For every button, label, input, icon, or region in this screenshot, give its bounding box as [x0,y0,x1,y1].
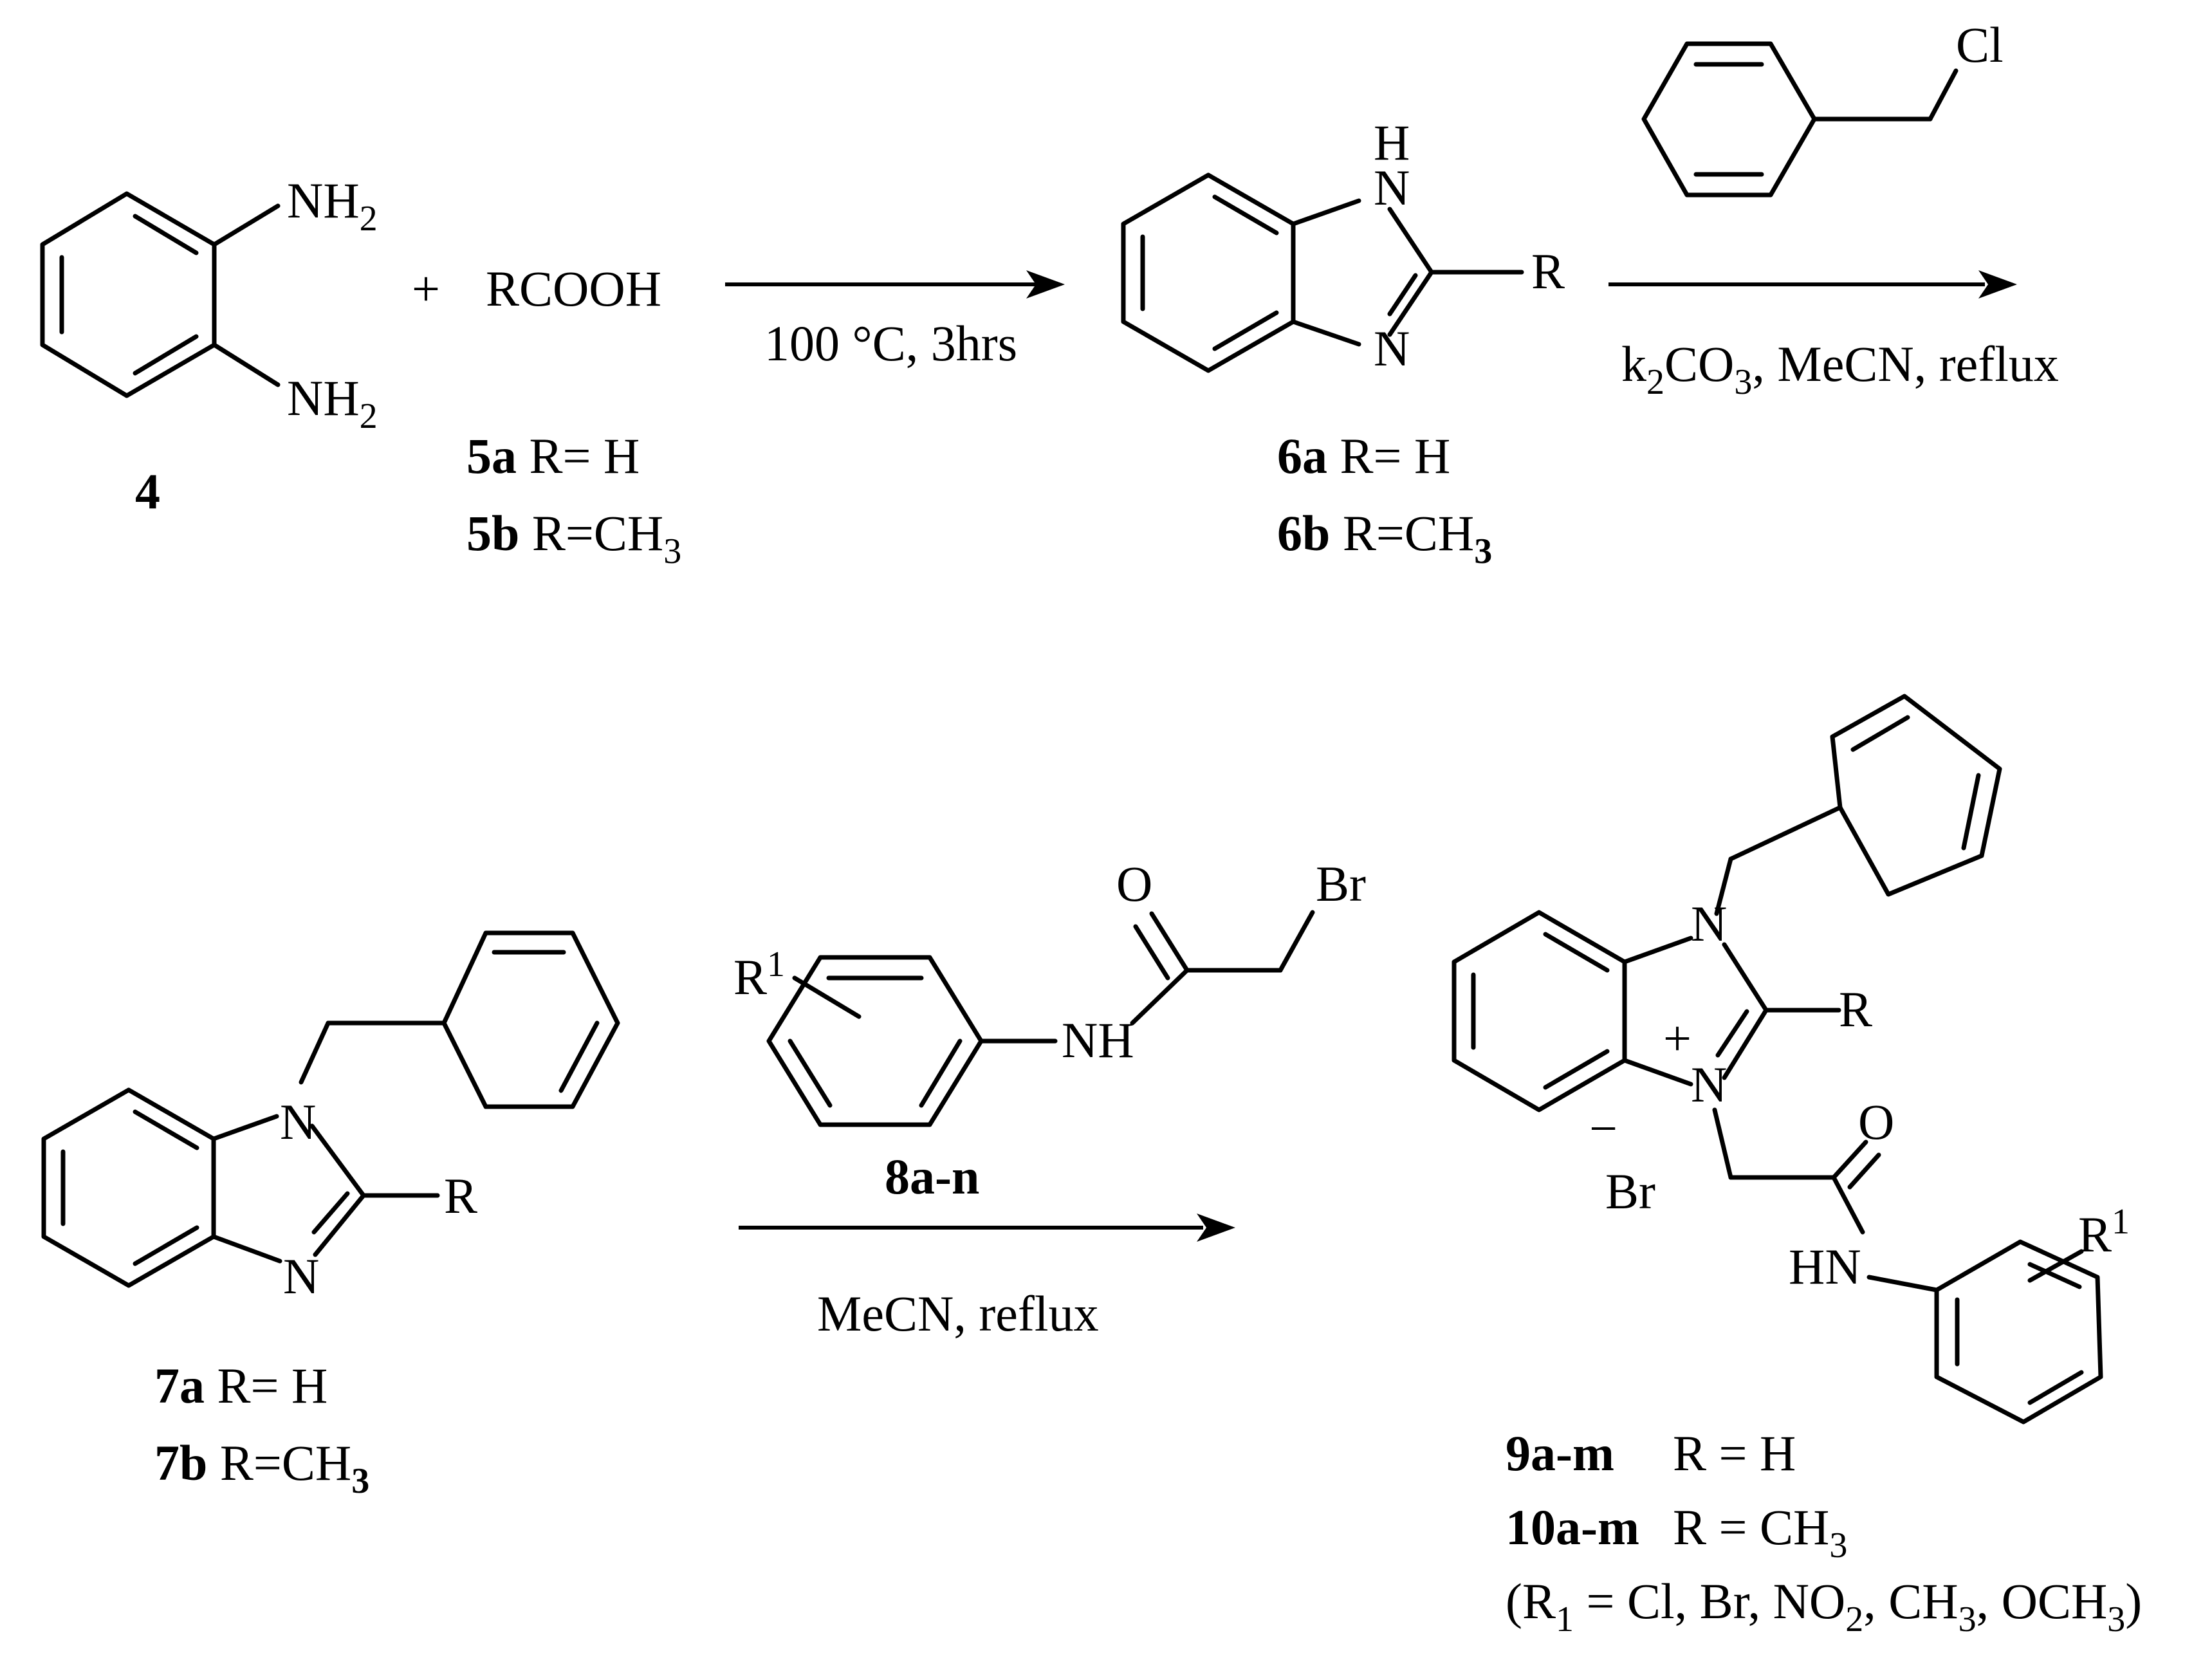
nitrogen-3: N [1374,320,1410,376]
r1-substituents-note: (R1 = Cl, Br, NO2, CH3, OCH3) [1506,1573,2142,1639]
substituent-r: R [1839,981,1872,1037]
acetamide-ch2-bond [1712,1107,1733,1180]
reaction-arrow-1 [725,270,1065,299]
r1-label: R1 [733,945,785,1005]
oxygen-label: O [1858,1094,1894,1150]
bromine-label: Br [1316,856,1366,912]
negative-charge: − [1589,1100,1618,1156]
conditions-step-3: MeCN, reflux [817,1286,1099,1342]
amide-nh-label: NH [1062,1012,1134,1068]
benzyl-ch2-bond-1 [299,1020,331,1085]
r1-ring-bond [792,975,862,1019]
compound-6a-label: 6a R= H [1277,428,1450,484]
benzyl-phenyl-ring [1830,694,2002,897]
imidazole-ring [211,1114,366,1264]
compound-7a-label: 7a R= H [154,1358,327,1414]
nitrogen-3: N [1691,1056,1727,1112]
chlorine-label: Cl [1956,17,2004,73]
substituent-r: R [444,1168,477,1224]
aryl-ring [766,955,984,1127]
carbonyl-bond [1149,911,1190,973]
nitrogen-1: N [280,1094,316,1150]
benzyl-ch2-bond-1 [1714,856,1733,916]
oxygen-label: O [1116,856,1152,912]
nitrogen-3: N [283,1248,319,1304]
amine-label-top: NH2 [287,172,378,239]
r1-label: R1 [2078,1202,2130,1262]
compound-4-id: 4 [135,463,160,519]
benzo-ring [1121,172,1296,373]
conditions-step-2: k2CO3, MeCN, reflux [1621,336,2059,402]
reagent-8-id: 8a-n [885,1148,979,1204]
compound-7b-label: 7b R=CH3 [154,1435,369,1501]
conditions-step-1: 100 °C, 3hrs [764,315,1017,371]
amine-label-bottom: NH2 [287,370,378,436]
bond-to-nh2-top [212,203,281,247]
nitrogen-1: N [1374,160,1410,216]
benzo-ring [1452,910,1627,1112]
reagent-rcooh: RCOOH [486,261,661,317]
benzo-ring [41,1087,216,1288]
imidazole-ring [1291,198,1434,347]
amide-hn-label: HN [1789,1239,1861,1295]
plus-sign: + [412,261,440,317]
substituent-r: R [1531,243,1565,299]
carbonyl-bond [1831,1139,1868,1180]
bond-to-nh2-bottom [212,342,281,387]
benzene-ring [40,191,217,398]
compound-6-structure: H N N R [1121,115,1565,376]
nitrogen-1: N [1691,896,1727,952]
benzyl-phenyl-ring [441,930,620,1109]
benzyl-chloride-structure: Cl [1641,17,2004,198]
reaction-arrow-2 [1608,270,2017,299]
reagent-8-structure: R1 O Br NH [733,856,1366,1127]
compound-5b-label: 5b R=CH3 [466,505,681,571]
r1-ring-bond [2027,1249,2084,1283]
compound-6b-label: 6b R=CH3 [1277,505,1492,571]
nh-hydrogen: H [1374,115,1410,171]
benzyl-ch2-bond-2 [1728,805,1843,862]
reaction-arrow-3 [739,1213,1235,1242]
compound-7-structure: N N R [41,930,620,1304]
compound-4-structure: NH2 NH2 [40,172,378,436]
positive-charge: + [1663,1010,1691,1066]
product-structure: N N + R O HN − Br R1 [1452,694,2130,1425]
anilide-ring [1934,1239,2103,1425]
imidazolium-ring [1622,936,1769,1087]
bromide-counterion: Br [1605,1163,1655,1219]
compound-5a-label: 5a R= H [466,428,640,484]
